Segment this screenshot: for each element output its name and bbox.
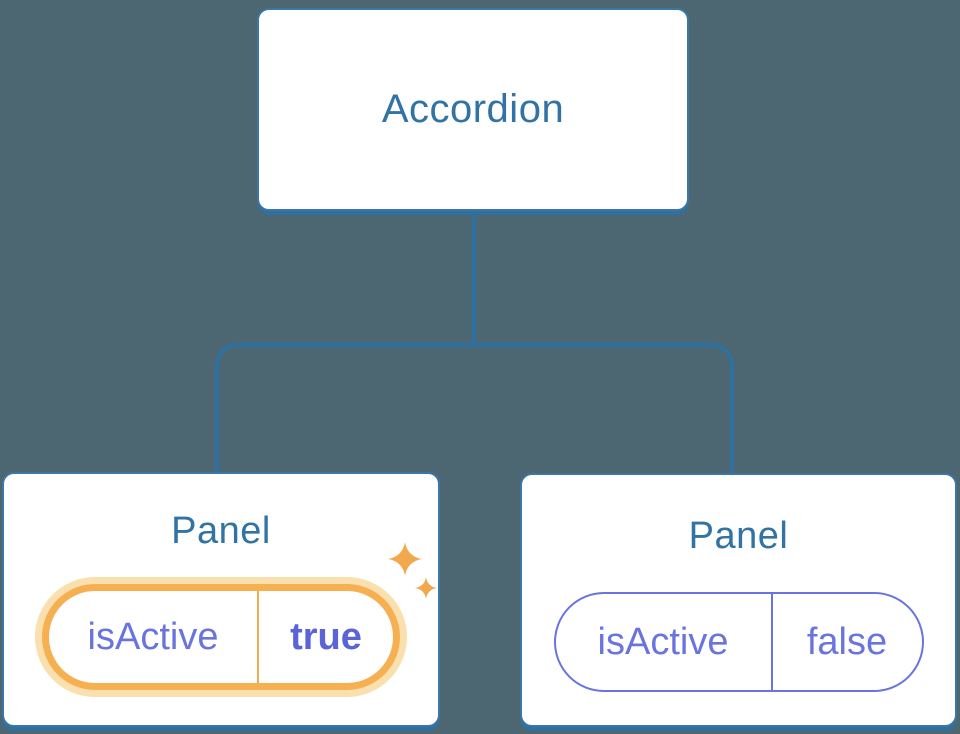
panel-node-inactive: Panel isActive false [520,473,957,727]
panel-node-active: Panel isActive true [2,472,440,727]
connector-root-stem [472,209,476,345]
pill-divider [770,594,773,690]
panel-node-label: Panel [688,515,789,557]
connector-branch-bracket [215,343,734,475]
state-prop-name: isActive [87,615,219,658]
pill-divider [257,591,259,683]
accordion-node-label: Accordion [381,87,565,131]
state-prop-value: false [806,620,888,663]
accordion-node: Accordion [257,8,689,211]
state-prop-value: true [290,615,362,658]
panel-node-label: Panel [171,510,271,552]
state-prop-name: isActive [597,620,729,663]
state-pill-active: isActive true [42,584,400,690]
sparkle-icon [388,542,437,599]
state-pill-inactive: isActive false [553,592,924,692]
